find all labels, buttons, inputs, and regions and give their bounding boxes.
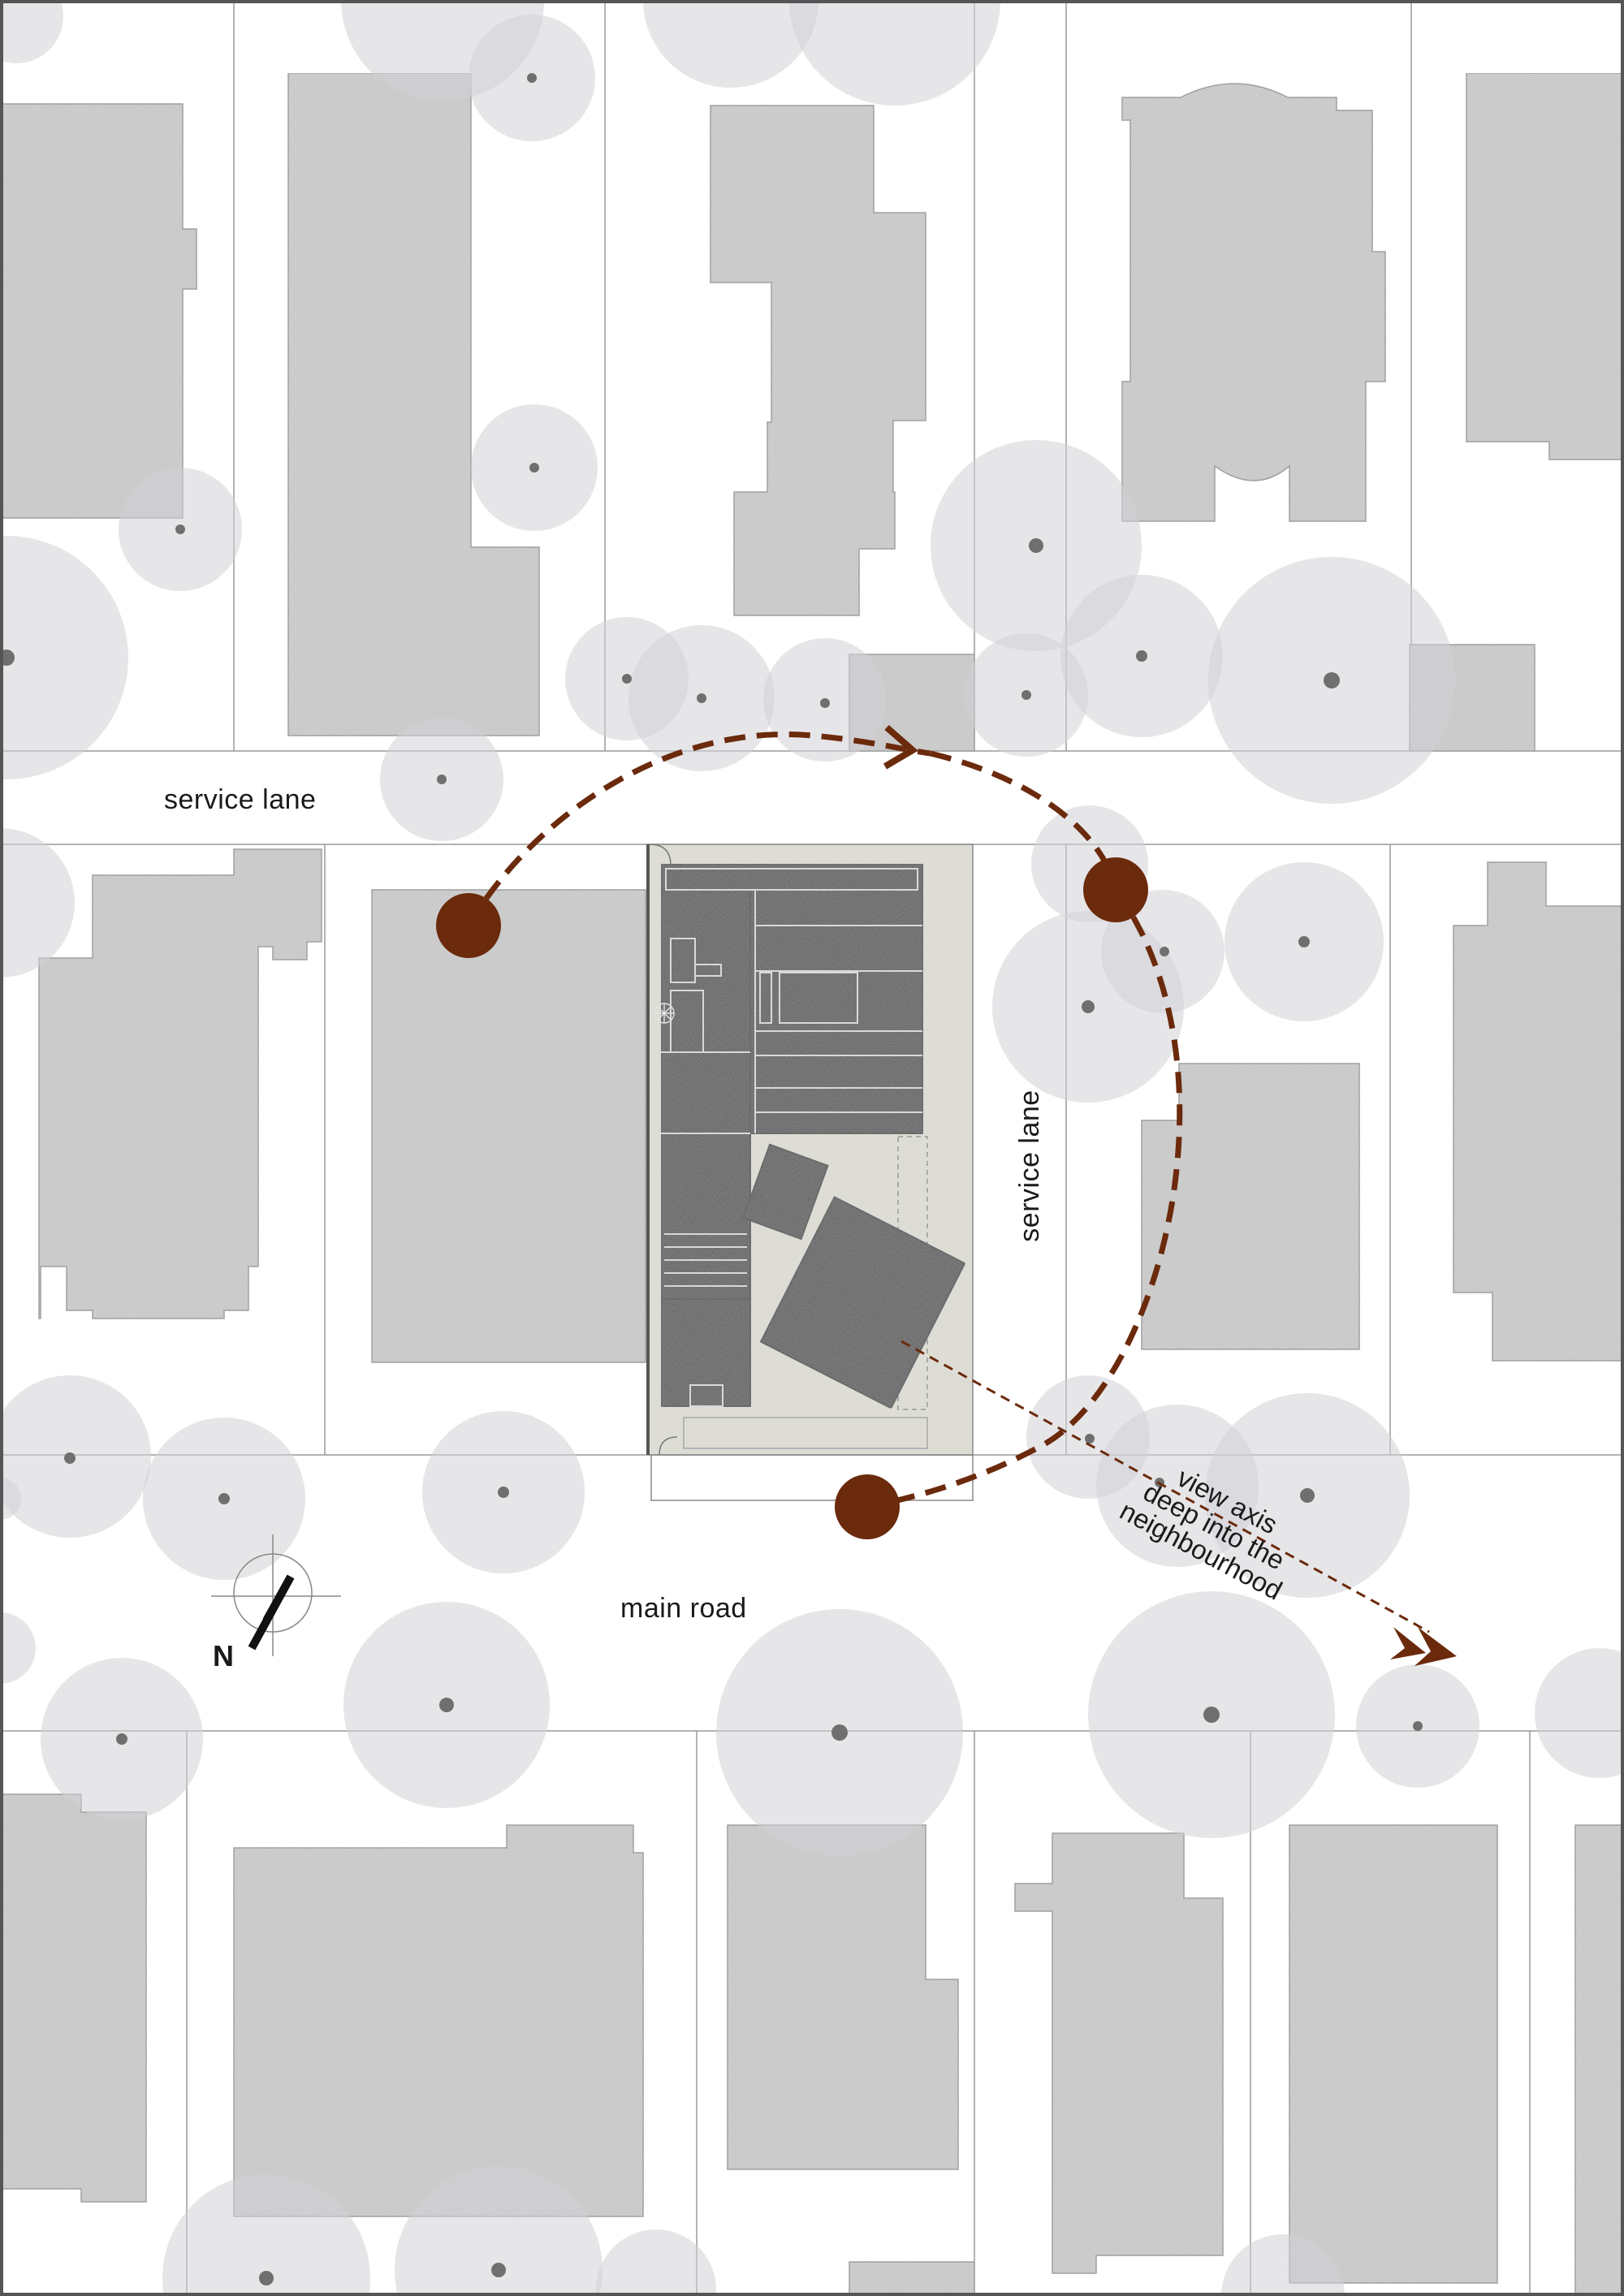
building bbox=[1121, 83, 1386, 522]
building bbox=[233, 1824, 644, 2217]
site-house-lines bbox=[661, 868, 922, 1407]
neighbour-buildings bbox=[0, 72, 1624, 2296]
building bbox=[1574, 1824, 1624, 2296]
door-swing bbox=[659, 1436, 678, 1456]
service-lane-label: service lane bbox=[164, 784, 317, 815]
building bbox=[1014, 1832, 1224, 2274]
building bbox=[710, 105, 926, 616]
service-lane-side-label: service lane bbox=[1014, 1090, 1045, 1242]
viewpoint-marker-icon bbox=[436, 893, 501, 958]
tree-trunks bbox=[0, 73, 1423, 2285]
view-axis-line bbox=[901, 1340, 1457, 1666]
north-arrow-icon bbox=[211, 1534, 341, 1656]
door-swing bbox=[649, 844, 672, 866]
viewpoint-marker-icon bbox=[835, 1474, 900, 1539]
building bbox=[1466, 72, 1624, 460]
stair-icon bbox=[654, 1003, 675, 1024]
building bbox=[371, 889, 646, 1363]
building bbox=[38, 848, 322, 1319]
building bbox=[849, 2261, 975, 2296]
building bbox=[1289, 1824, 1498, 2284]
building bbox=[727, 1824, 959, 2170]
viewpoint-markers bbox=[436, 857, 1148, 1539]
main-road-label: main road bbox=[620, 1593, 747, 1624]
viewpoint-marker-icon bbox=[1083, 857, 1148, 922]
building bbox=[0, 1793, 147, 2203]
arc-arrowhead bbox=[883, 724, 918, 770]
view-arc-path bbox=[465, 732, 1183, 1510]
building bbox=[0, 103, 197, 519]
chevron-right-icon bbox=[1415, 1627, 1457, 1666]
building bbox=[1453, 861, 1624, 1362]
chevron-right-icon bbox=[1390, 1627, 1426, 1659]
north-label: N bbox=[213, 1639, 234, 1672]
